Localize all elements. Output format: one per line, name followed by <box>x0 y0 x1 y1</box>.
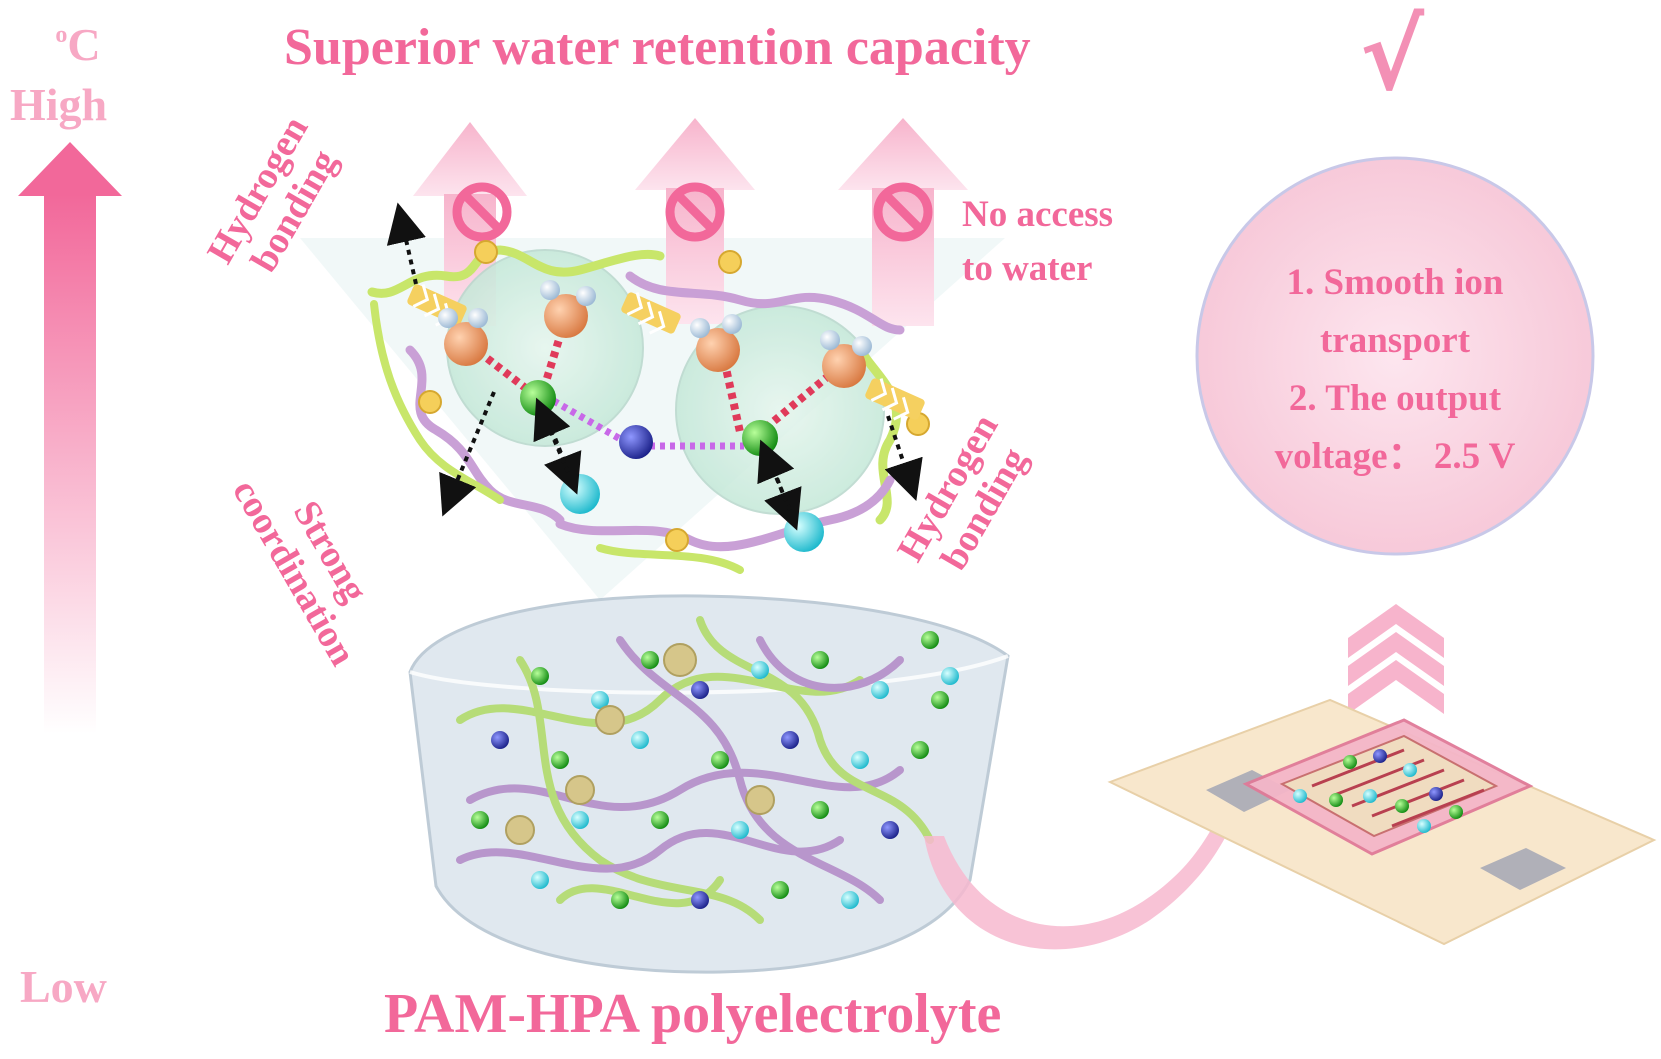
hydrogel-crosslinkers <box>505 643 775 845</box>
cyan-ion <box>784 512 824 552</box>
no-entry-icon <box>665 182 725 242</box>
water-molecule <box>820 330 872 388</box>
blue-ion <box>619 425 653 459</box>
hydrogel-block <box>408 594 1010 974</box>
no-access-annotation: No access to water <box>962 194 1114 289</box>
result-line: transport <box>1319 320 1471 361</box>
micro-supercapacitor-device <box>1107 698 1657 946</box>
no-entry-icon <box>873 182 933 242</box>
hydrogen-bond-marker <box>621 292 681 335</box>
water-molecule <box>540 280 596 338</box>
result-bubble <box>1195 156 1595 556</box>
green-ion <box>742 420 778 456</box>
result-line: 2. The output <box>1288 378 1502 419</box>
hydrogel-ions <box>471 631 959 909</box>
diagram-title: Superior water retention capacity <box>284 19 1031 76</box>
curved-flow-arrow <box>924 800 1244 950</box>
polyelectrolyte-caption: PAM-HPA polyelectrolyte <box>384 983 1002 1045</box>
check-mark-icon: √ <box>1360 0 1425 112</box>
temperature-unit-label: oC <box>55 19 101 70</box>
result-line: 1. Smooth ion <box>1286 262 1504 303</box>
no-entry-icon <box>452 182 512 242</box>
result-bubble-text: 1. Smooth ion transport 2. The output vo… <box>1212 254 1578 486</box>
temperature-gradient-arrow <box>18 142 122 734</box>
cyan-ion <box>560 474 600 514</box>
upward-chevrons <box>1348 604 1444 714</box>
hydrogel-polymer-network <box>456 616 934 924</box>
water-molecule <box>690 314 742 372</box>
result-line: voltage： 2.5 V <box>1274 436 1516 477</box>
hydrogen-bond-marker <box>865 378 925 421</box>
temperature-low-label: Low <box>20 961 107 1012</box>
interaction-arrows <box>386 202 923 531</box>
green-ion <box>520 380 556 416</box>
temperature-high-label: High <box>10 79 108 130</box>
water-molecule <box>438 308 488 366</box>
